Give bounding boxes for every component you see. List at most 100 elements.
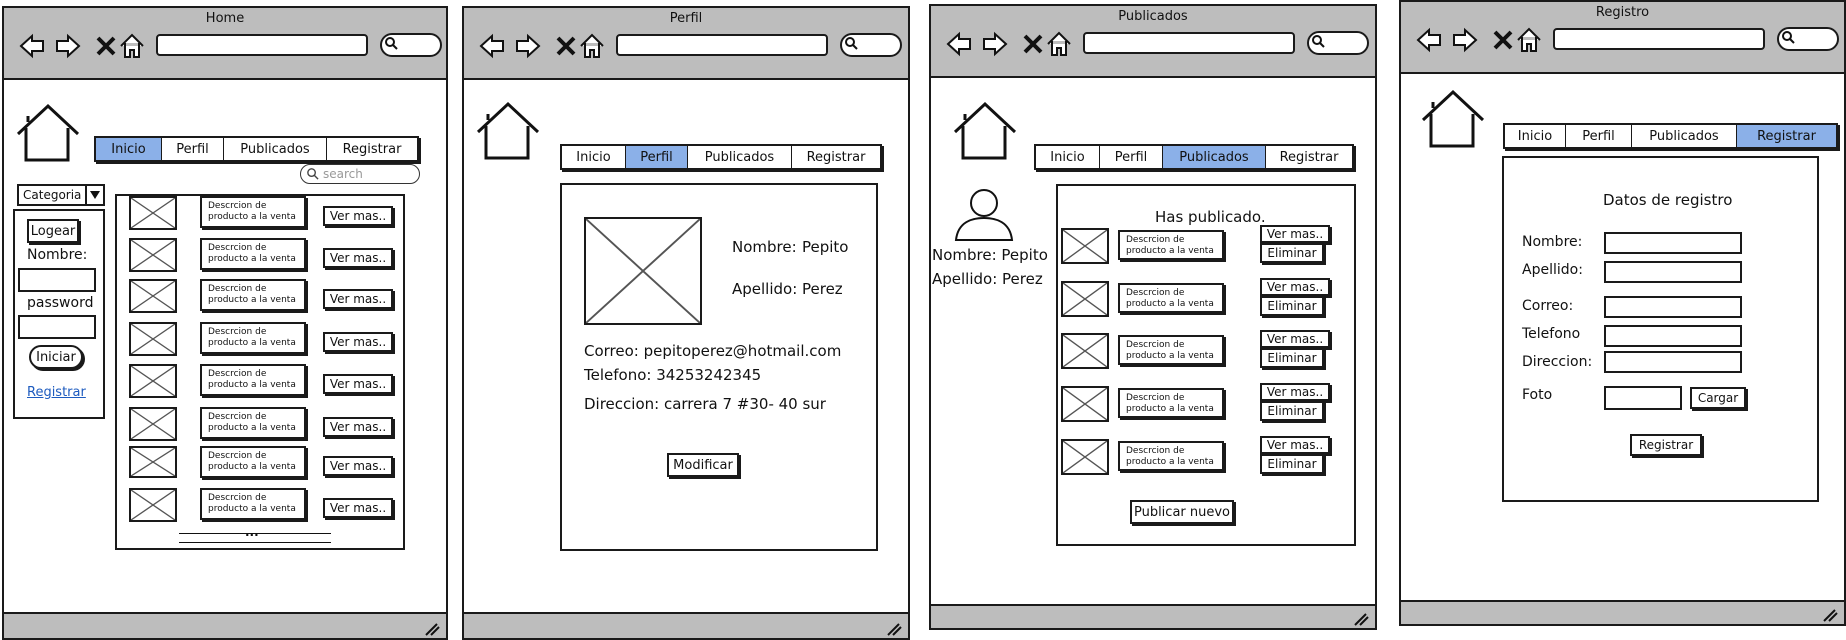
tab-inicio[interactable]: Inicio <box>96 138 162 160</box>
home-icon[interactable] <box>1045 30 1073 58</box>
telefono-field[interactable] <box>1604 325 1742 347</box>
forward-icon[interactable] <box>1451 26 1479 54</box>
forward-icon[interactable] <box>514 32 542 60</box>
ver-mas-button[interactable]: Ver mas.. <box>323 248 393 268</box>
nav-tabs: Inicio Perfil Publicados Registrar <box>1503 123 1838 149</box>
tab-perfil[interactable]: Perfil <box>626 146 688 168</box>
title-bar: Home <box>4 8 446 80</box>
nombre-input[interactable] <box>18 268 96 292</box>
pager[interactable]: ... <box>179 525 331 543</box>
forward-icon[interactable] <box>981 30 1009 58</box>
browser-search[interactable] <box>380 33 442 57</box>
tab-perfil[interactable]: Perfil <box>1100 146 1163 168</box>
direccion-field[interactable] <box>1604 351 1742 373</box>
registration-form: Datos de registro Nombre: Apellido: Corr… <box>1502 156 1819 502</box>
resize-grip-icon[interactable] <box>422 620 440 636</box>
image-placeholder <box>129 364 177 398</box>
ver-mas-button[interactable]: Ver mas.. <box>323 206 393 226</box>
ver-mas-button[interactable]: Ver mas.. <box>1260 225 1330 243</box>
image-placeholder <box>129 196 177 230</box>
close-icon[interactable] <box>552 32 580 60</box>
browser-search[interactable] <box>1307 31 1369 55</box>
correo-field[interactable] <box>1604 296 1742 318</box>
ver-mas-button[interactable]: Ver mas.. <box>1260 278 1330 296</box>
publicar-nuevo-button[interactable]: Publicar nuevo <box>1130 500 1234 524</box>
browser-search[interactable] <box>840 33 902 57</box>
product-description: Descrcion de producto a la venta <box>200 238 306 270</box>
dropdown-toggle[interactable] <box>85 186 103 204</box>
resize-grip-icon[interactable] <box>1351 610 1369 626</box>
direccion-label: Direccion: <box>1522 354 1593 370</box>
tab-registrar[interactable]: Registrar <box>342 141 402 157</box>
apellido-field[interactable] <box>1604 261 1742 283</box>
eliminar-button[interactable]: Eliminar <box>1260 348 1324 368</box>
address-bar[interactable] <box>1083 32 1295 54</box>
tab-publicados[interactable]: Publicados <box>1632 125 1737 147</box>
tab-registrar[interactable]: Registrar <box>1279 149 1339 165</box>
address-bar[interactable] <box>616 34 828 56</box>
ver-mas-button[interactable]: Ver mas.. <box>323 456 393 476</box>
home-icon[interactable] <box>118 32 146 60</box>
tab-publicados[interactable]: Publicados <box>1163 146 1266 168</box>
home-icon[interactable] <box>1515 26 1543 54</box>
ver-mas-button[interactable]: Ver mas.. <box>323 289 393 309</box>
browser-search[interactable] <box>1777 27 1839 51</box>
eliminar-button[interactable]: Eliminar <box>1260 296 1324 316</box>
ver-mas-button[interactable]: Ver mas.. <box>1260 330 1330 348</box>
ver-mas-button[interactable]: Ver mas.. <box>1260 383 1330 401</box>
registro-window: Registro Inicio Perfil Publicados Regist… <box>1399 0 1846 626</box>
pager-dots: ... <box>245 525 259 539</box>
image-placeholder <box>129 238 177 272</box>
back-icon[interactable] <box>18 32 46 60</box>
category-dropdown[interactable]: Categoria <box>17 184 105 206</box>
tab-perfil[interactable]: Perfil <box>1566 125 1632 147</box>
tab-publicados[interactable]: Publicados <box>224 138 327 160</box>
eliminar-button[interactable]: Eliminar <box>1260 454 1324 474</box>
search-field[interactable]: search <box>300 164 420 184</box>
close-icon[interactable] <box>1019 30 1047 58</box>
foto-field[interactable] <box>1604 386 1682 410</box>
ver-mas-button[interactable]: Ver mas.. <box>323 374 393 394</box>
search-placeholder: search <box>323 167 363 181</box>
nombre-field[interactable] <box>1604 232 1742 254</box>
eliminar-button[interactable]: Eliminar <box>1260 243 1324 263</box>
image-placeholder <box>129 279 177 313</box>
password-input[interactable] <box>18 315 96 339</box>
resize-grip-icon[interactable] <box>884 620 902 636</box>
ver-mas-button[interactable]: Ver mas.. <box>323 498 393 518</box>
tab-inicio[interactable]: Inicio <box>562 146 626 168</box>
iniciar-button[interactable]: Iniciar <box>29 345 83 369</box>
resize-grip-icon[interactable] <box>1820 606 1838 622</box>
registrar-link[interactable]: Registrar <box>27 385 86 400</box>
logo-house-icon <box>476 101 540 160</box>
tab-registrar[interactable]: Registrar <box>806 149 866 165</box>
forward-icon[interactable] <box>54 32 82 60</box>
product-description: Descrcion de producto a la venta <box>200 196 306 228</box>
cargar-button[interactable]: Cargar <box>1690 387 1746 409</box>
chevron-down-icon <box>90 191 100 199</box>
tab-inicio[interactable]: Inicio <box>1505 125 1566 147</box>
nombre-label: Nombre: <box>732 238 797 256</box>
tab-registrar[interactable]: Registrar <box>1737 125 1836 147</box>
form-heading: Datos de registro <box>1603 191 1733 209</box>
ver-mas-button[interactable]: Ver mas.. <box>323 417 393 437</box>
address-bar[interactable] <box>156 34 368 56</box>
eliminar-button[interactable]: Eliminar <box>1260 401 1324 421</box>
ver-mas-button[interactable]: Ver mas.. <box>1260 436 1330 454</box>
tab-perfil[interactable]: Perfil <box>162 138 224 160</box>
window-title: Perfil <box>669 11 703 26</box>
home-icon[interactable] <box>578 32 606 60</box>
password-label: password <box>27 295 94 311</box>
close-icon[interactable] <box>1489 26 1517 54</box>
tab-publicados[interactable]: Publicados <box>688 146 792 168</box>
back-icon[interactable] <box>945 30 973 58</box>
search-icon <box>845 37 858 50</box>
close-icon[interactable] <box>92 32 120 60</box>
back-icon[interactable] <box>1415 26 1443 54</box>
registrar-button[interactable]: Registrar <box>1630 434 1702 456</box>
address-bar[interactable] <box>1553 28 1765 50</box>
tab-inicio[interactable]: Inicio <box>1036 146 1100 168</box>
back-icon[interactable] <box>478 32 506 60</box>
modificar-button[interactable]: Modificar <box>667 453 739 477</box>
ver-mas-button[interactable]: Ver mas.. <box>323 332 393 352</box>
